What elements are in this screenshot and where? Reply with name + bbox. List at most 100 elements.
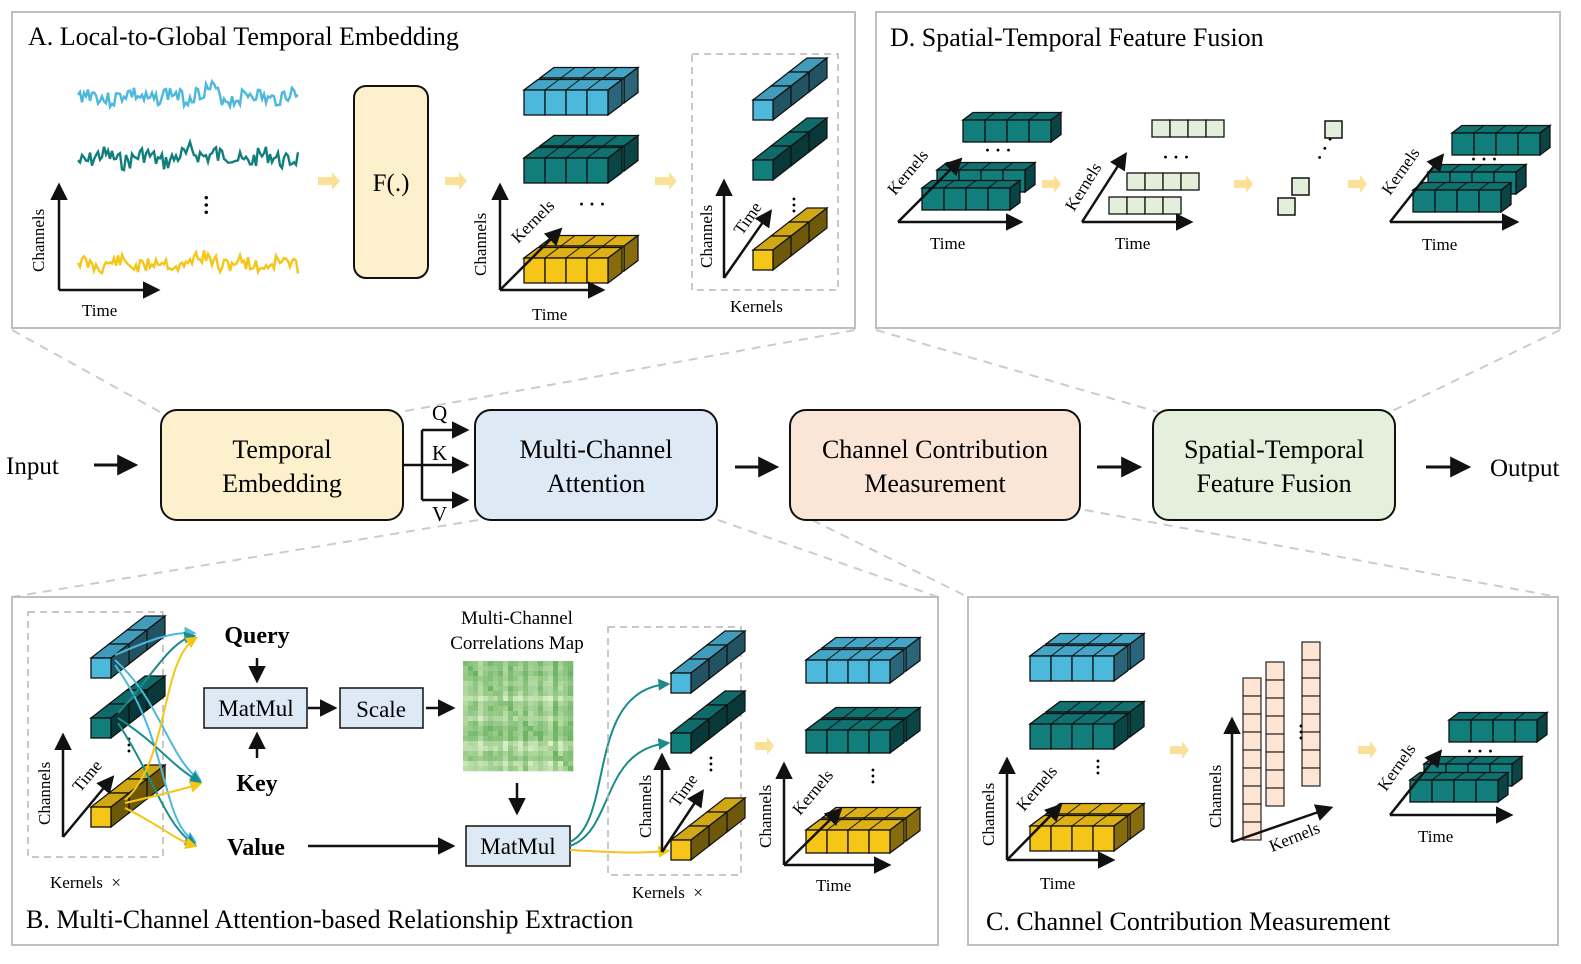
q-label: Q [432, 401, 447, 425]
signal-blue [77, 78, 299, 111]
channels-label: Channels [1206, 765, 1225, 828]
kernel-column [751, 116, 829, 182]
time-label: Time [930, 234, 965, 253]
panel-a-content: ··· Channels Time F(.) Channels Kernels … [29, 53, 839, 324]
yellow-arrow-head [767, 737, 774, 755]
yellow-arrow-head [459, 172, 467, 190]
dots: · · · [1162, 147, 1189, 167]
yellow-arrow-head [669, 172, 677, 190]
panel-c-title: C. Channel Contribution Measurement [986, 907, 1391, 936]
multi-channel-attention-label-line1: Multi-Channel [519, 435, 672, 464]
weight-column [1301, 641, 1321, 787]
kernels-label: Kernels [1061, 159, 1105, 214]
key-label: Key [236, 771, 277, 797]
yellow-arrow [1042, 180, 1054, 188]
cube-row-front [804, 648, 906, 685]
time-label: Time [532, 305, 567, 324]
kernel-column [751, 56, 829, 122]
cube-row-front [804, 818, 906, 855]
panel-a-title: A. Local-to-Global Temporal Embedding [28, 22, 459, 51]
fusion-tensor-flattened [1108, 119, 1225, 215]
cube-row [1450, 124, 1552, 157]
channels-label: Channels [35, 762, 54, 825]
kernels-axis [1389, 749, 1443, 816]
cube-row-front [1028, 712, 1130, 751]
weight-column [1242, 677, 1262, 841]
kernel-columns [751, 56, 829, 272]
kernel-dashed-frame [27, 611, 164, 858]
yellow-arrow [318, 177, 332, 185]
panel-d-content: Kernels Time · · · Kernels Time · · · · … [884, 111, 1552, 254]
channel-contribution-label-line2: Measurement [864, 469, 1006, 498]
time-axis [722, 209, 773, 279]
kernel-column [669, 689, 747, 755]
dots: · · · [984, 140, 1011, 160]
query-label: Query [224, 623, 289, 649]
time-axis [660, 789, 704, 853]
kernel-column [751, 206, 829, 272]
kernel-tensor-stack [522, 66, 640, 285]
time-label: Time [82, 301, 117, 320]
yellow-arrow [755, 742, 767, 750]
kernels-axis [1389, 153, 1445, 223]
panel-a-frame [11, 11, 856, 329]
cube-row-front [522, 146, 624, 185]
signal-yellow [76, 248, 300, 276]
output-kernel-columns [669, 629, 747, 862]
multi-channel-attention-label-line2: Attention [547, 469, 645, 498]
signal-teal [77, 137, 300, 172]
vertical-ellipsis: ··· [784, 196, 804, 214]
matmul-box-bottom [465, 825, 571, 867]
channel-weight-columns [1242, 641, 1321, 841]
kernel-dashed-frame [691, 53, 839, 291]
main-pipeline: Input Temporal Embedding Q K V Multi-Cha… [6, 401, 1560, 526]
yellow-arrow [445, 177, 459, 185]
panel-c-content: ··· Channels Kernels Time ··· Channels K… [979, 632, 1549, 893]
multi-channel-attention-box [474, 409, 718, 521]
matmul-label-top: MatMul [218, 696, 293, 721]
kernel-column [89, 674, 167, 740]
attention-output-tensor [804, 636, 922, 855]
channels-label: Channels [636, 775, 655, 838]
cube-row-front [1028, 644, 1130, 683]
kernels-label: Kernels [789, 766, 838, 819]
yellow-arrow-head [1246, 175, 1253, 193]
time-label: Time [1418, 827, 1453, 846]
yellow-arrow [1170, 746, 1182, 754]
panel-b-title: B. Multi-Channel Attention-based Relatio… [26, 905, 633, 934]
kernel-column [89, 614, 167, 680]
time-label: Time [1115, 234, 1150, 253]
channel-contribution-label-line1: Channel Contribution [822, 435, 1048, 464]
channels-label: Channels [29, 209, 48, 272]
channels-label: Channels [471, 213, 490, 276]
input-kernel-columns [89, 614, 167, 829]
yellow-arrow-head [1360, 175, 1367, 193]
map-title-line2: Correlations Map [450, 633, 584, 654]
kernels-times-label: Kernels × [632, 883, 703, 902]
yellow-arrow [655, 177, 669, 185]
kernels-axis [1006, 803, 1063, 861]
vertical-ellipsis: ··· [1088, 758, 1108, 776]
v-label: V [432, 502, 447, 526]
time-label: Time [666, 770, 702, 810]
scattered-cells [1277, 120, 1343, 216]
correlation-map [463, 661, 574, 772]
kernels-axis [1231, 804, 1334, 844]
flat-cell-row [1151, 119, 1225, 138]
k-label: K [432, 441, 447, 465]
signal-ellipsis: ··· [194, 194, 219, 216]
flat-cell-row [1126, 172, 1200, 191]
matmul-box-top [203, 687, 308, 729]
kernels-times-label: Kernels × [50, 873, 121, 892]
qkv-curves [114, 626, 203, 849]
scale-box [339, 687, 424, 729]
channels-label: Channels [979, 783, 998, 846]
time-label: Time [69, 756, 106, 795]
dots: · · · [1466, 741, 1493, 761]
time-label: Time [1422, 235, 1457, 254]
kernels-label: Kernels [730, 297, 783, 316]
spatial-temporal-fusion-label-line1: Spatial-Temporal [1184, 435, 1364, 464]
kernel-column [669, 796, 747, 862]
temporal-embedding-label-line1: Temporal [232, 435, 331, 464]
cube-row [920, 179, 1022, 212]
